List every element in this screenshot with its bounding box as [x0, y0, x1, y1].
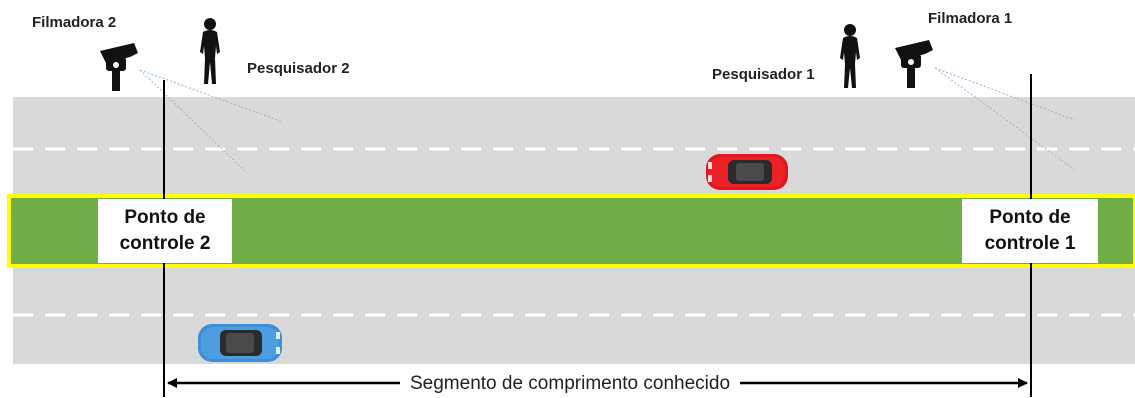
camera-2-label: Filmadora 2 — [32, 14, 117, 31]
control-point-1-line2: controle 1 — [984, 233, 1076, 254]
control-point-1-line1: Ponto de — [989, 207, 1071, 228]
camera-2-sight-lines — [139, 69, 284, 174]
car-top-view-icon — [706, 154, 788, 190]
camera-1-sight-lines — [934, 67, 1076, 171]
control-point-1-box: Ponto de controle 1 — [962, 199, 1098, 263]
camera-1-label: Filmadora 1 — [928, 10, 1013, 27]
person-silhouette-icon — [840, 24, 860, 88]
researcher-1-label: Pesquisador 1 — [712, 66, 815, 83]
car-top-view-icon — [198, 324, 282, 362]
segment-label: Segmento de comprimento conhecido — [400, 373, 741, 395]
person-silhouette-icon — [200, 18, 220, 84]
video-camera-icon — [895, 40, 933, 88]
researcher-2-label: Pesquisador 2 — [247, 60, 350, 77]
control-point-2-line1: Ponto de — [124, 207, 206, 228]
control-point-2-box: Ponto de controle 2 — [98, 199, 232, 263]
control-point-2-line2: controle 2 — [119, 233, 211, 254]
video-camera-icon — [100, 43, 138, 91]
upper-road — [13, 97, 1135, 196]
